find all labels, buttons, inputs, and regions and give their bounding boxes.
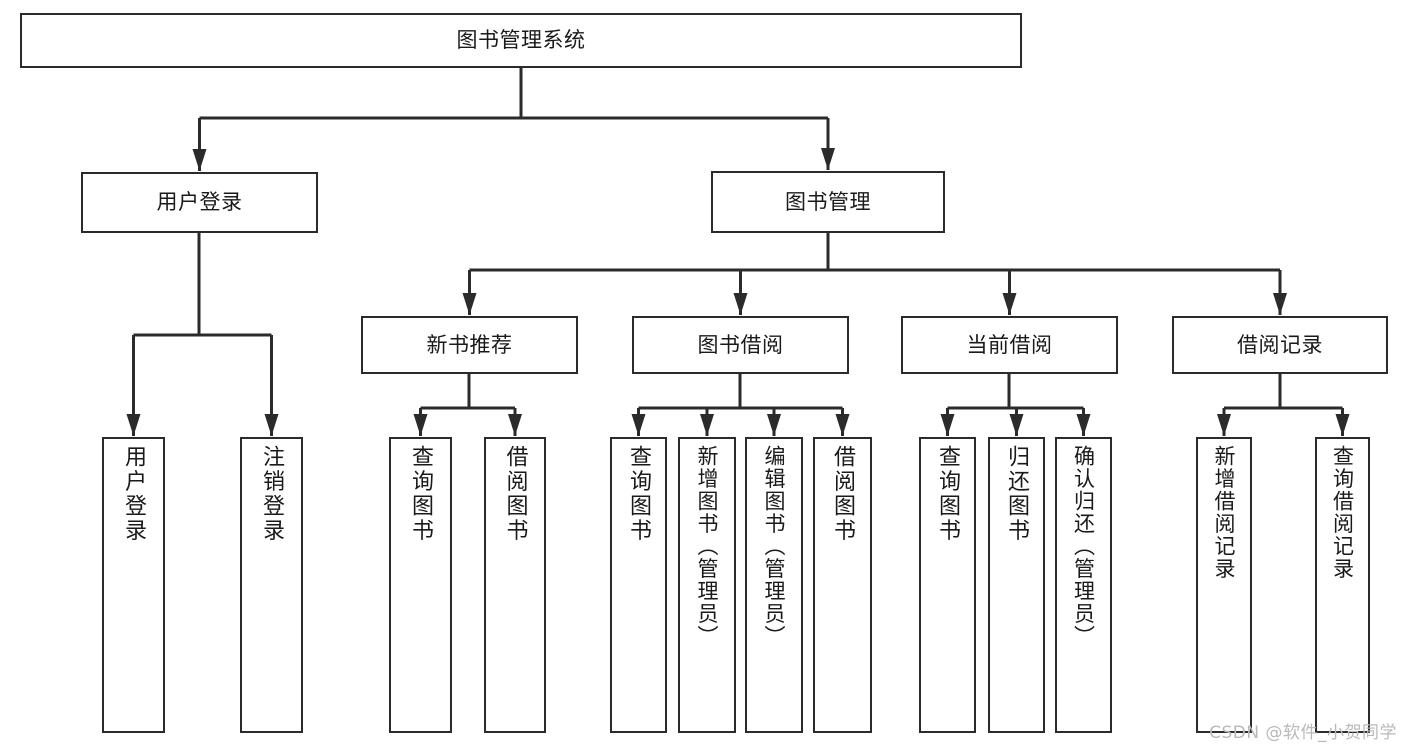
connector-arrowhead	[631, 414, 646, 436]
node-label: 借阅记录	[1237, 332, 1323, 357]
node-label: 用户登录	[121, 445, 147, 543]
node-book-borrow[interactable]: 图书借阅	[632, 316, 849, 374]
node-label: 归还图书	[1004, 445, 1030, 543]
node-leaf-borrow-book-1[interactable]: 借阅图书	[484, 437, 546, 733]
connector-arrowhead	[835, 414, 850, 436]
node-leaf-user-login[interactable]: 用户登录	[102, 437, 165, 733]
node-label: 图书借阅	[697, 332, 784, 357]
node-label: 新增借阅记录	[1212, 445, 1237, 580]
watermark-label: CSDN @软件_小贺同学	[1209, 723, 1397, 743]
node-current-borrow[interactable]: 当前借阅	[901, 316, 1118, 374]
node-leaf-confirm-return[interactable]: 确认归还（管理员）	[1055, 437, 1112, 733]
connector-arrowhead	[264, 414, 279, 436]
node-label: 借阅图书	[830, 445, 856, 543]
node-leaf-query-book-1[interactable]: 查询图书	[389, 437, 452, 733]
node-leaf-query-record[interactable]: 查询借阅记录	[1315, 437, 1370, 733]
node-leaf-edit-book[interactable]: 编辑图书（管理员）	[745, 437, 803, 733]
node-book-manage[interactable]: 图书管理	[711, 171, 945, 233]
node-label: 借阅图书	[502, 445, 528, 543]
node-label: 查询借阅记录	[1330, 445, 1355, 580]
node-borrow-record[interactable]: 借阅记录	[1172, 316, 1388, 374]
node-label: 用户登录	[156, 190, 243, 215]
connector-arrowhead	[1009, 414, 1024, 436]
node-leaf-query-book-2[interactable]: 查询图书	[610, 437, 667, 733]
node-leaf-borrow-book-2[interactable]: 借阅图书	[813, 437, 872, 733]
connector-arrowhead	[1217, 414, 1231, 436]
node-label: 注销登录	[259, 445, 285, 543]
node-label: 查询图书	[935, 445, 961, 543]
node-label: 确认归还（管理员）	[1071, 445, 1096, 648]
node-label: 新增图书（管理员）	[695, 445, 720, 648]
node-root[interactable]: 图书管理系统	[20, 13, 1022, 68]
connector-arrowhead	[1335, 414, 1350, 436]
connector-arrowhead	[733, 293, 748, 315]
connector-arrowhead	[1076, 414, 1091, 436]
node-leaf-return-book[interactable]: 归还图书	[988, 437, 1045, 733]
node-label: 查询图书	[408, 445, 434, 543]
node-leaf-query-book-3[interactable]: 查询图书	[919, 437, 976, 733]
node-label: 查询图书	[626, 445, 652, 543]
connector-arrowhead	[700, 414, 714, 436]
node-label: 图书管理系统	[456, 28, 586, 53]
node-new-book-rec[interactable]: 新书推荐	[361, 316, 578, 374]
connector-arrowhead	[508, 414, 522, 436]
connector-arrowhead	[821, 148, 835, 170]
node-user-login[interactable]: 用户登录	[81, 172, 318, 233]
connector-arrowhead	[126, 414, 141, 436]
node-label: 当前借阅	[966, 332, 1053, 357]
node-leaf-user-logout[interactable]: 注销登录	[240, 437, 303, 733]
node-leaf-add-book[interactable]: 新增图书（管理员）	[678, 437, 736, 733]
node-label: 编辑图书（管理员）	[762, 445, 787, 648]
node-label: 图书管理	[785, 189, 871, 214]
connector-arrowhead	[767, 414, 781, 436]
connector-arrowhead	[192, 149, 207, 171]
node-leaf-add-record[interactable]: 新增借阅记录	[1196, 437, 1252, 733]
connector-arrowhead	[940, 414, 955, 436]
connector-arrowhead	[1002, 293, 1017, 315]
node-label: 新书推荐	[426, 332, 513, 357]
connector-arrowhead	[462, 293, 477, 315]
connector-arrowhead	[1273, 293, 1287, 315]
connector-arrowhead	[413, 414, 428, 436]
